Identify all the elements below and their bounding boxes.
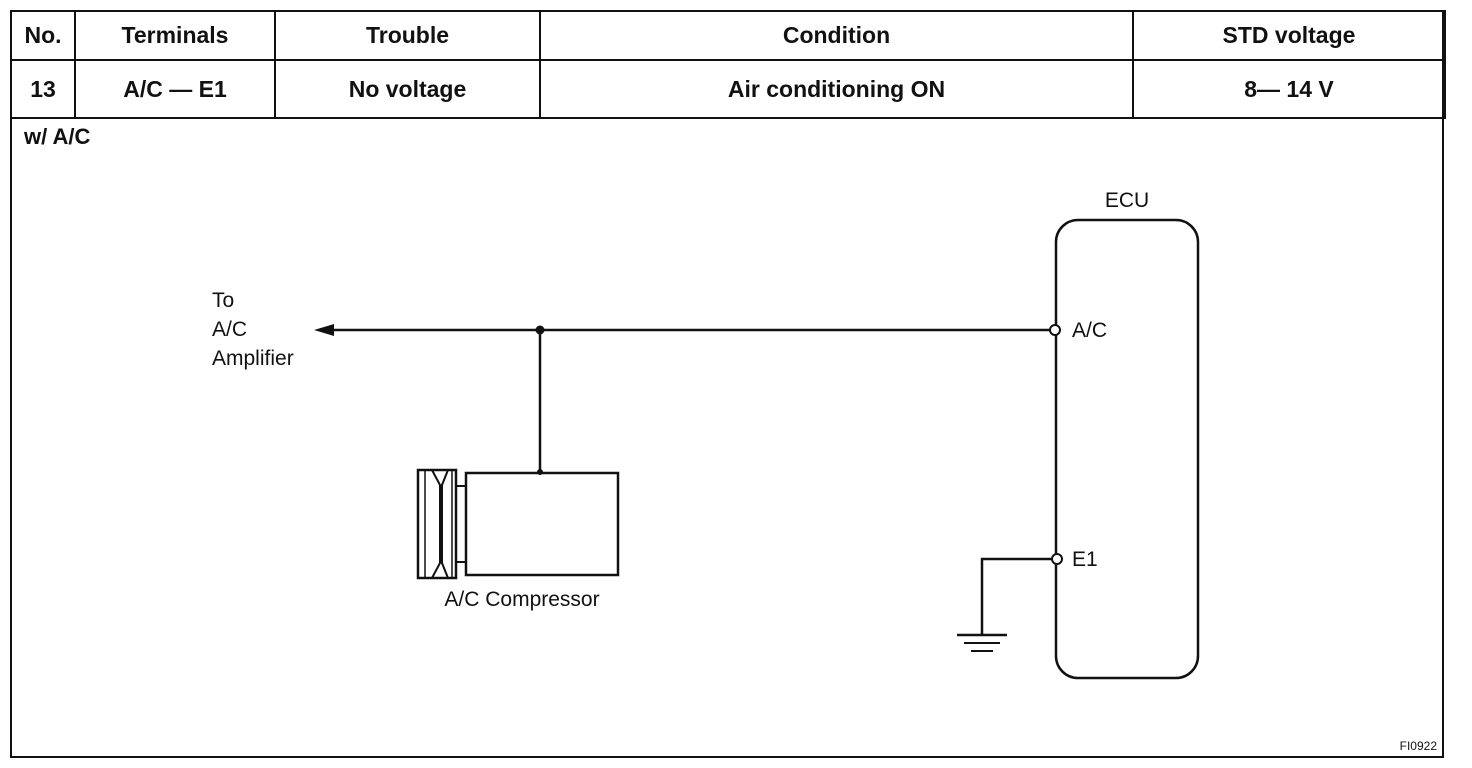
terminal-ac-pin bbox=[1049, 324, 1061, 336]
figure-code: FI0922 bbox=[1400, 739, 1438, 753]
header-terminals: Terminals bbox=[74, 10, 276, 61]
ecu-box bbox=[1054, 218, 1200, 680]
compressor-label: A/C Compressor bbox=[444, 588, 599, 611]
table-header-row: No. Terminals Trouble Condition STD volt… bbox=[10, 10, 1446, 61]
ground-wire bbox=[980, 557, 1052, 634]
cell-terminals: A/C — E1 bbox=[74, 59, 276, 119]
ground-icon bbox=[957, 633, 1007, 652]
header-std-voltage: STD voltage bbox=[1132, 10, 1446, 61]
table-row: 13 A/C — E1 No voltage Air conditioning … bbox=[10, 59, 1446, 119]
ecu-label: ECU bbox=[1105, 189, 1149, 212]
to-amp-line-3: Amplifier bbox=[212, 347, 294, 370]
terminal-e1-label: E1 bbox=[1072, 548, 1098, 571]
header-condition: Condition bbox=[539, 10, 1134, 61]
terminal-e1-pin bbox=[1051, 553, 1063, 565]
to-amp-line-1: To bbox=[212, 289, 234, 312]
arrow-left-icon bbox=[314, 324, 334, 336]
cell-no: 13 bbox=[10, 59, 76, 119]
compressor-icon bbox=[416, 468, 620, 580]
cell-std-voltage: 8— 14 V bbox=[1132, 59, 1446, 119]
diagram-subtitle: w/ A/C bbox=[24, 124, 91, 149]
header-trouble: Trouble bbox=[274, 10, 541, 61]
header-no: No. bbox=[10, 10, 76, 61]
cell-trouble: No voltage bbox=[274, 59, 541, 119]
terminal-ac-label: A/C bbox=[1072, 319, 1107, 342]
spec-table: No. Terminals Trouble Condition STD volt… bbox=[10, 10, 1446, 119]
cell-condition: Air conditioning ON bbox=[539, 59, 1134, 119]
to-amp-line-2: A/C bbox=[212, 318, 247, 341]
